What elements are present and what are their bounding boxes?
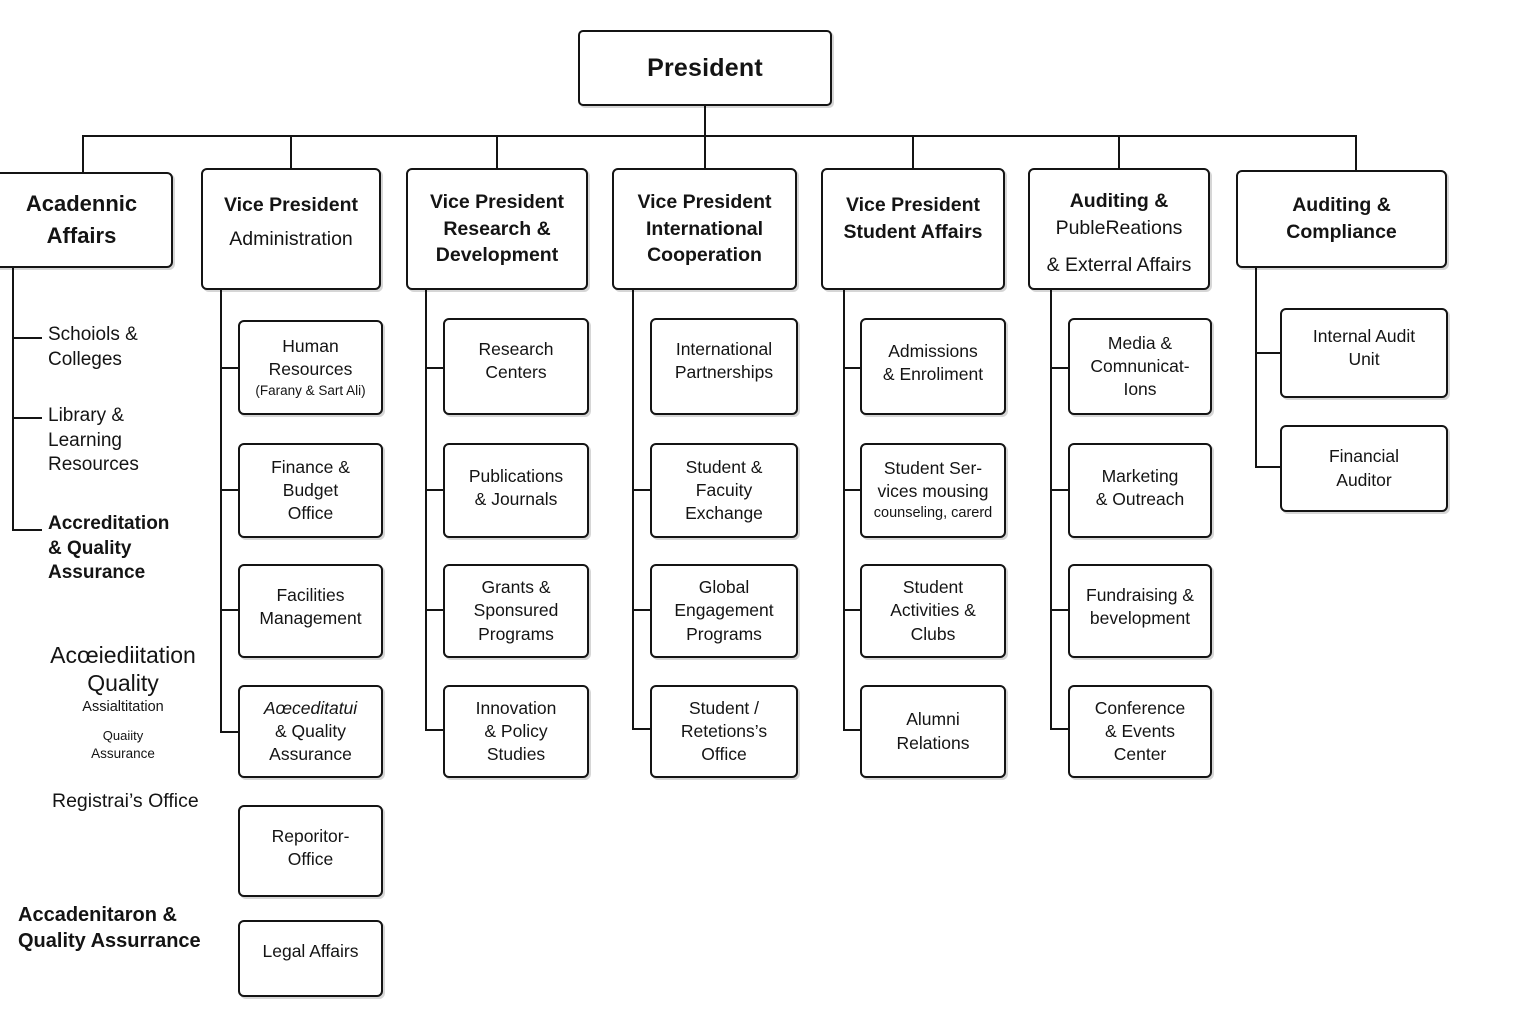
org-box-research-centers: Research Centers [443, 318, 589, 415]
connector-drop-administration [290, 135, 292, 168]
stub-financial-auditor [1255, 466, 1280, 468]
org-box-auditing-public-relations: Auditing & PubleReations & Exterral Affa… [1028, 168, 1210, 290]
org-box-president: President [578, 30, 832, 106]
stub-retentions-office [632, 728, 650, 730]
stub-conference [1050, 728, 1068, 730]
list-item-registrars-office: Registrai’s Office [52, 790, 199, 812]
stub-student-services [843, 489, 860, 491]
org-box-finance-budget: Finance & Budget Office [238, 443, 383, 538]
header-line: Vice President [637, 190, 772, 213]
org-box-vp-student-affairs: Vice President Student Affairs [821, 168, 1005, 290]
org-box-vp-research-development: Vice President Research & Development [406, 168, 588, 290]
connector-drop-academic [82, 135, 84, 172]
stub-grants [425, 609, 443, 611]
stub-accreditation [12, 529, 42, 531]
org-box-marketing-outreach: Marketing & Outreach [1068, 443, 1212, 538]
header-line: Compliance [1286, 221, 1397, 243]
org-box-vp-international-cooperation: Vice President International Cooperation [612, 168, 797, 290]
list-item-accreditation-quality: Accreditation & Quality Assurance [48, 513, 170, 584]
org-box-acceditatui-quality: Aœceditatui & Quality Assurance [238, 685, 383, 778]
president-label: President [647, 53, 763, 82]
org-box-reporitor-office: Reporitor- Office [238, 805, 383, 897]
org-box-human-resources: Human Resources (Farany & Sart Ali) [238, 320, 383, 415]
stub-marketing [1050, 489, 1068, 491]
rail-auditing-compliance [1255, 268, 1257, 468]
org-box-academic-affairs: Acadennic Affairs [0, 172, 173, 268]
list-item-accadenitaron-quality: Accadenitaron & Quality Assurrance [18, 904, 201, 952]
org-box-auditing-compliance: Auditing & Compliance [1236, 170, 1447, 268]
header-line: Cooperation [647, 244, 762, 267]
org-box-grants-sponsored: Grants & Sponsured Programs [443, 564, 589, 658]
connector-president-drop [704, 106, 706, 135]
connector-drop-international [704, 135, 706, 168]
org-box-student-activities-clubs: Student Activities & Clubs [860, 564, 1006, 658]
org-box-alumni-relations: Alumni Relations [860, 685, 1006, 778]
header-line: Student Affairs [843, 220, 983, 243]
org-box-conference-events: Conference & Events Center [1068, 685, 1212, 778]
rail-student-affairs [843, 290, 845, 731]
header-line: Vice President [429, 190, 565, 213]
org-box-internal-audit-unit: Internal Audit Unit [1280, 308, 1448, 398]
stub-research-centers [425, 367, 443, 369]
org-box-innovation-policy: Innovation & Policy Studies [443, 685, 589, 778]
connector-drop-research [496, 135, 498, 168]
stub-student-exchange [632, 489, 650, 491]
stub-library [12, 417, 42, 419]
header-line: Auditing & [1069, 190, 1169, 212]
connector-drop-auditing-pr [1118, 135, 1120, 168]
stub-admissions [843, 367, 860, 369]
org-box-facilities-management: Facilities Management [238, 564, 383, 658]
rail-international [632, 290, 634, 730]
stub-innovation [425, 729, 443, 731]
header-line: Research & [443, 217, 551, 240]
header-line: Administration [229, 227, 353, 250]
rail-auditing-pr [1050, 290, 1052, 730]
org-box-media-communications: Media & Comnunicat- Ions [1068, 318, 1212, 415]
header-line: Acadennic [25, 191, 138, 217]
header-line: Vice President [845, 194, 981, 216]
header-line: Vice President [223, 194, 359, 216]
stub-human-resources [220, 367, 238, 369]
stub-schools [12, 337, 42, 339]
stub-fundraising [1050, 609, 1068, 611]
connector-drop-auditing-compliance [1355, 135, 1357, 170]
org-box-student-services: Student Ser- vices mousing counseling, c… [860, 443, 1006, 538]
stub-alumni [843, 729, 860, 731]
connector-drop-student-affairs [912, 135, 914, 168]
org-box-vp-administration: Vice President Administration [201, 168, 381, 290]
stub-activities [843, 609, 860, 611]
org-box-financial-auditor: Financial Auditor [1280, 425, 1448, 512]
stub-media [1050, 367, 1068, 369]
header-line: Affairs [46, 223, 117, 248]
org-box-student-retentions-office: Student / Retetions’s Office [650, 685, 798, 778]
org-box-publications-journals: Publications & Journals [443, 443, 589, 538]
org-box-legal-affairs: Legal Affairs [238, 920, 383, 997]
stub-finance [220, 489, 238, 491]
header-line: PubleReations [1055, 216, 1183, 239]
org-box-fundraising-development: Fundraising & bevelopment [1068, 564, 1212, 658]
connector-top-rail [82, 135, 1357, 137]
rail-administration [220, 290, 222, 733]
stub-global-engagement [632, 609, 650, 611]
header-line: & Exterral Affairs [1046, 253, 1192, 276]
list-item-schools-colleges: Schoiols & Colleges [48, 324, 138, 370]
header-line: Development [435, 244, 559, 267]
stub-publications [425, 489, 443, 491]
org-box-admissions-enrolment: Admissions & Enroliment [860, 318, 1006, 415]
stub-facilities [220, 609, 238, 611]
stub-internal-audit [1255, 352, 1280, 354]
rail-academic [12, 268, 14, 531]
org-box-international-partnerships: International Partnerships [650, 318, 798, 415]
rail-research [425, 290, 427, 731]
org-box-student-faculty-exchange: Student & Facuity Exchange [650, 443, 798, 538]
list-item-accreditation-garbled: Acœiediitation Quality Assialtitation Qu… [50, 642, 196, 761]
header-line: International [645, 217, 763, 240]
org-box-global-engagement: Global Engagement Programs [650, 564, 798, 658]
list-item-library-learning: Library & Learning Resources [48, 405, 139, 476]
header-line: Auditing & [1292, 194, 1391, 217]
stub-acceditatui [220, 731, 238, 733]
